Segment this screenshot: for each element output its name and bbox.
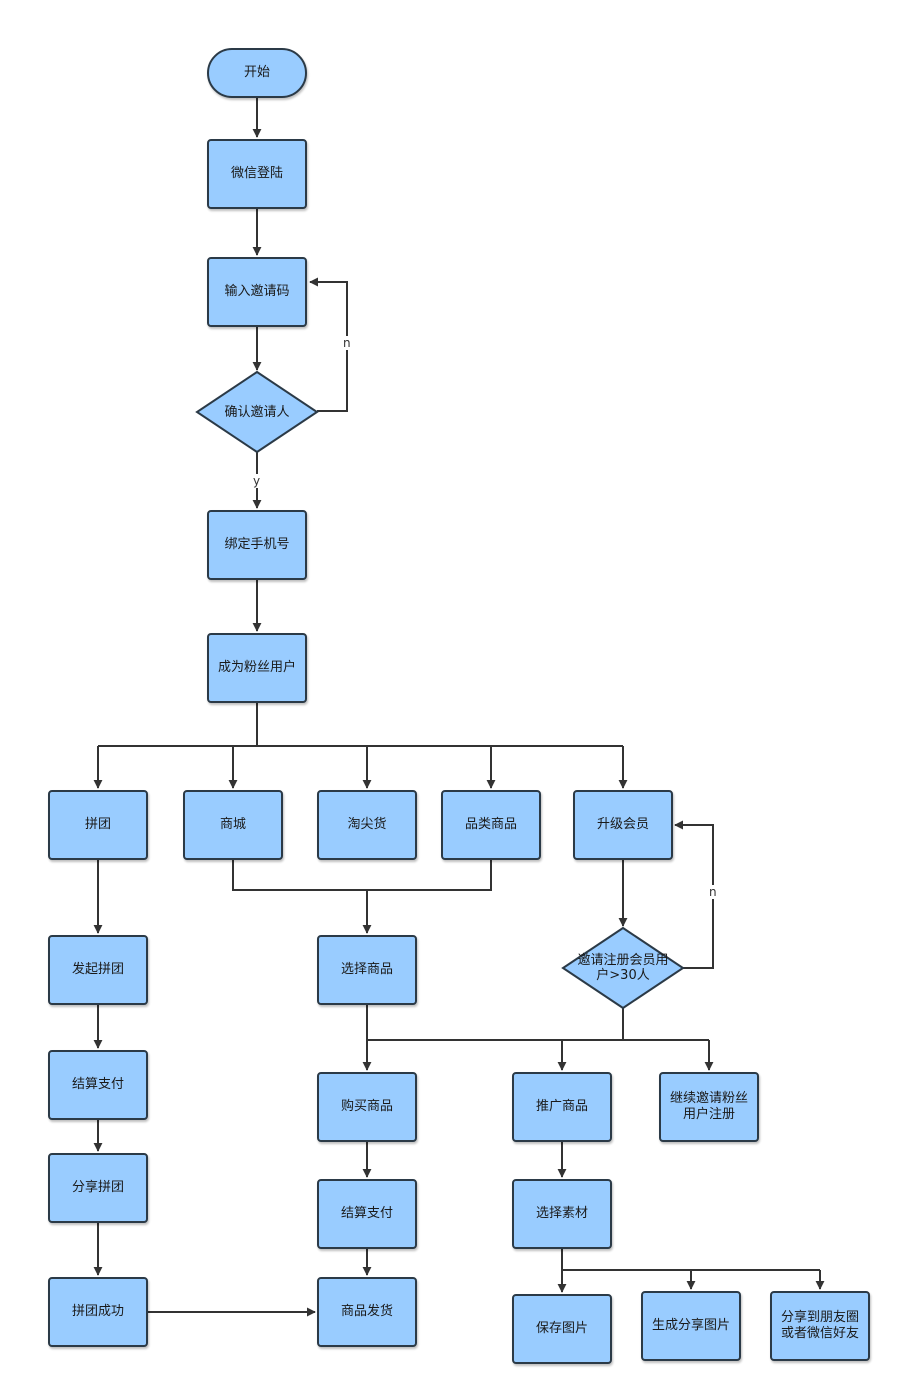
- node-input-invite-code[interactable]: 输入邀请码: [207, 257, 307, 327]
- node-goods-shipped[interactable]: 商品发货: [317, 1277, 417, 1347]
- decision-diamond-invite-30: [561, 926, 685, 1010]
- node-group-buy[interactable]: 拼团: [48, 790, 148, 860]
- node-buy-goods[interactable]: 购买商品: [317, 1072, 417, 1142]
- node-select-goods[interactable]: 选择商品: [317, 935, 417, 1005]
- node-share-group-buy[interactable]: 分享拼团: [48, 1153, 148, 1223]
- node-start-group-buy[interactable]: 发起拼团: [48, 935, 148, 1005]
- decision-diamond-confirm-inviter: [195, 370, 319, 454]
- edge-label-confirm-yes: y: [252, 474, 262, 488]
- node-start[interactable]: 开始: [207, 48, 307, 98]
- node-confirm-inviter[interactable]: 确认邀请人: [224, 404, 290, 420]
- node-continue-invite[interactable]: 继续邀请粉丝用户注册: [659, 1072, 759, 1142]
- node-taojianhuo[interactable]: 淘尖货: [317, 790, 417, 860]
- node-invite-30[interactable]: 邀请注册会员用户>30人: [577, 953, 669, 983]
- node-category-goods[interactable]: 品类商品: [441, 790, 541, 860]
- node-bind-phone[interactable]: 绑定手机号: [207, 510, 307, 580]
- edge-label-confirm-no: n: [342, 336, 352, 350]
- node-checkout-pay-left[interactable]: 结算支付: [48, 1050, 148, 1120]
- node-share-to-moments[interactable]: 分享到朋友圈或者微信好友: [770, 1291, 870, 1361]
- node-checkout-pay-mid[interactable]: 结算支付: [317, 1179, 417, 1249]
- node-wechat-login[interactable]: 微信登陆: [207, 139, 307, 209]
- node-become-fan-user[interactable]: 成为粉丝用户: [207, 633, 307, 703]
- edge-mall-category-merge: [232, 860, 492, 891]
- node-mall[interactable]: 商城: [183, 790, 283, 860]
- node-save-image[interactable]: 保存图片: [512, 1294, 612, 1364]
- node-upgrade-member[interactable]: 升级会员: [573, 790, 673, 860]
- edge-label-invite-no: n: [708, 885, 718, 899]
- node-group-buy-success[interactable]: 拼团成功: [48, 1277, 148, 1347]
- node-generate-share-image[interactable]: 生成分享图片: [641, 1291, 741, 1361]
- node-select-material[interactable]: 选择素材: [512, 1179, 612, 1249]
- node-promote-goods[interactable]: 推广商品: [512, 1072, 612, 1142]
